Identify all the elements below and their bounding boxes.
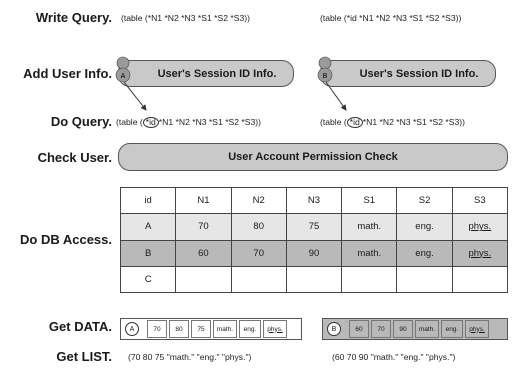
db-header-cell: S1: [341, 186, 398, 215]
data-cell: eng.: [239, 320, 261, 338]
arrow-left-icon: [123, 81, 147, 111]
db-cell: math.: [341, 213, 398, 241]
data-strip-right: B 60 70 90 math. eng. phys.: [322, 318, 508, 340]
data-cell: phys.: [465, 320, 489, 338]
db-cell: phys.: [451, 213, 509, 241]
data-cell: 70: [147, 320, 167, 338]
db-cell: 60: [175, 239, 232, 267]
db-cell: [230, 265, 287, 294]
label-check-user: Check User.: [37, 150, 112, 165]
data-cell: math.: [213, 320, 237, 338]
db-cell: [396, 265, 453, 294]
db-cell: B: [119, 239, 177, 267]
do-query-right-rest: *N1 *N2 *N3 *S1 *S2 *S3)): [362, 117, 466, 127]
get-list-right: (60 70 90 "math." "eng." "phys."): [332, 352, 456, 362]
db-header-cell: N2: [230, 186, 287, 215]
data-cell: 90: [393, 320, 413, 338]
db-cell: A: [119, 213, 177, 241]
do-query-right-id: *id: [346, 117, 363, 128]
permission-check-pill: User Account Permission Check: [118, 143, 508, 171]
db-table: id N1 N2 N3 S1 S2 S3 A 70 80 75 math. en…: [119, 186, 509, 294]
data-cell: phys.: [263, 320, 287, 338]
session-id-pill-left: User's Session ID Info.: [118, 60, 294, 87]
table-row: B 60 70 90 math. eng. phys.: [119, 239, 509, 267]
label-get-list: Get LIST.: [56, 349, 112, 364]
db-cell: 80: [230, 213, 287, 241]
permission-check-text: User Account Permission Check: [228, 151, 398, 163]
data-cell: 80: [169, 320, 189, 338]
data-cell: 70: [371, 320, 391, 338]
table-row: C: [119, 265, 509, 294]
user-a-badge: A: [121, 73, 126, 80]
db-cell: 90: [285, 239, 343, 267]
db-cell: math.: [341, 239, 398, 267]
user-b-badge: B: [323, 73, 328, 80]
data-cell: math.: [415, 320, 439, 338]
db-cell: [285, 265, 343, 294]
write-query-right: (table (*id *N1 *N2 *N3 *S1 *S2 *S3)): [320, 13, 462, 23]
do-query-left-id: *id: [142, 117, 159, 128]
table-row: A 70 80 75 math. eng. phys.: [119, 213, 509, 241]
do-query-left: (table (*id*N1 *N2 *N3 *S1 *S2 *S3)): [116, 117, 261, 128]
label-write-query: Write Query.: [35, 10, 112, 25]
db-cell: 70: [175, 213, 232, 241]
db-cell: 75: [285, 213, 343, 241]
db-cell: [451, 265, 509, 294]
db-header-cell: N1: [175, 186, 232, 215]
db-header-cell: S3: [451, 186, 509, 215]
do-query-right: (table (*id*N1 *N2 *N3 *S1 *S2 *S3)): [320, 117, 465, 128]
user-a-icon: A: [115, 56, 131, 82]
data-cell: eng.: [441, 320, 463, 338]
data-strip-left-badge: A: [125, 322, 139, 336]
user-b-icon: B: [317, 56, 333, 82]
arrow-right-icon: [325, 81, 347, 111]
label-do-db-access: Do DB Access.: [20, 232, 112, 247]
session-id-text-left: User's Session ID Info.: [157, 67, 277, 80]
data-strip-left: A 70 80 75 math. eng. phys.: [120, 318, 302, 340]
db-header-cell: N3: [285, 186, 343, 215]
data-cell: 75: [191, 320, 211, 338]
session-id-text-right: User's Session ID Info.: [359, 67, 479, 80]
db-cell: [341, 265, 398, 294]
do-query-right-prefix: (table (: [320, 117, 347, 127]
label-do-query: Do Query.: [50, 114, 112, 129]
do-query-left-rest: *N1 *N2 *N3 *S1 *S2 *S3)): [158, 117, 262, 127]
db-header-cell: S2: [396, 186, 453, 215]
label-get-data: Get DATA.: [48, 319, 112, 334]
data-strip-right-badge: B: [327, 322, 341, 336]
label-add-user-info: Add User Info.: [23, 66, 112, 81]
db-cell: phys.: [451, 239, 509, 267]
db-cell: C: [119, 265, 177, 294]
do-query-left-prefix: (table (: [116, 117, 143, 127]
db-cell: eng.: [396, 213, 453, 241]
db-cell: eng.: [396, 239, 453, 267]
write-query-left: (table (*N1 *N2 *N3 *S1 *S2 *S3)): [121, 13, 250, 23]
db-cell: 70: [230, 239, 287, 267]
db-header-row: id N1 N2 N3 S1 S2 S3: [119, 186, 509, 215]
session-id-pill-right: User's Session ID Info.: [320, 60, 496, 87]
get-list-left: (70 80 75 "math." "eng." "phys."): [128, 352, 252, 362]
data-cell: 60: [349, 320, 369, 338]
db-cell: [175, 265, 232, 294]
db-header-cell: id: [119, 186, 177, 215]
